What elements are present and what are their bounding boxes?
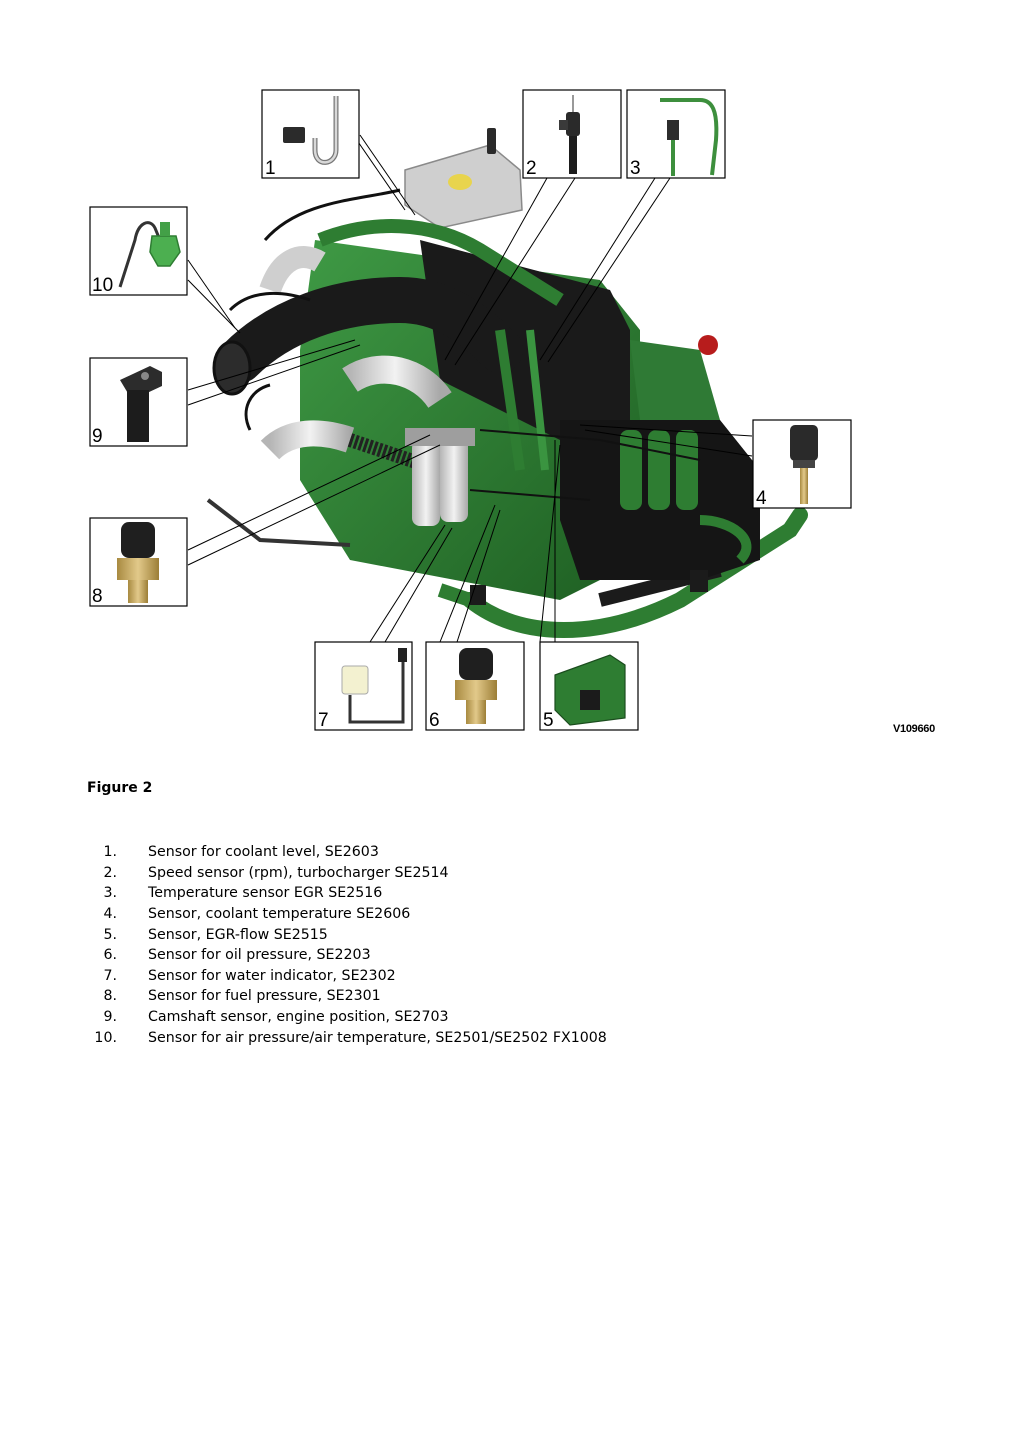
callout-10: 10 — [89, 206, 188, 296]
item-text: Sensor for air pressure/air temperature,… — [148, 1029, 607, 1046]
item-number: 10. — [94, 1029, 117, 1046]
item-text: Sensor for oil pressure, SE2203 — [148, 947, 371, 964]
list-item: 1. Sensor for coolant level, SE2603 — [90, 842, 607, 863]
callout-8: 8 — [89, 517, 188, 607]
callout-number: 6 — [429, 710, 440, 731]
callout-number: 1 — [265, 158, 276, 179]
sensor-legend-list: 1. Sensor for coolant level, SE2603 2. Spe… — [90, 842, 607, 1048]
callout-6: 6 — [425, 641, 525, 731]
callout-number: 9 — [92, 426, 103, 447]
callout-9: 9 — [89, 357, 188, 447]
list-item: 6. Sensor for oil pressure, SE2203 — [90, 945, 607, 966]
callout-7: 7 — [314, 641, 413, 731]
engine-illustration — [206, 128, 808, 638]
item-text: Sensor for fuel pressure, SE2301 — [148, 988, 381, 1005]
item-text: Temperature sensor EGR SE2516 — [148, 885, 383, 902]
list-item: 10. Sensor for air pressure/air temperatu… — [90, 1027, 607, 1048]
callout-number: 8 — [92, 586, 103, 607]
callout-1: 1 — [261, 89, 360, 179]
callout-number: 10 — [92, 275, 113, 296]
item-number: 1. — [103, 844, 117, 861]
list-item: 8. Sensor for fuel pressure, SE2301 — [90, 986, 607, 1007]
item-number: 8. — [103, 988, 117, 1005]
callout-number: 5 — [543, 710, 554, 731]
item-text: Sensor, coolant temperature SE2606 — [148, 906, 411, 923]
list-item: 2. Speed sensor (rpm), turbocharger SE251… — [90, 863, 607, 884]
item-number: 2. — [103, 864, 117, 881]
callout-number: 7 — [318, 710, 329, 731]
list-item: 9. Camshaft sensor, engine position, SE27… — [90, 1007, 607, 1028]
callout-2: 2 — [522, 89, 622, 179]
engine-sensor-figure: 1 2 3 4 5 6 — [89, 89, 852, 731]
callout-number: 3 — [630, 158, 641, 179]
callout-3: 3 — [626, 89, 726, 179]
item-text: Sensor, EGR-flow SE2515 — [148, 926, 328, 943]
item-text: Sensor for coolant level, SE2603 — [148, 844, 379, 861]
item-text: Camshaft sensor, engine position, SE2703 — [148, 1009, 449, 1026]
figure-caption: Figure 2 — [87, 780, 153, 796]
item-number: 4. — [103, 906, 117, 923]
item-number: 3. — [103, 885, 117, 902]
list-item: 4. Sensor, coolant temperature SE2606 — [90, 904, 607, 925]
item-number: 7. — [103, 967, 117, 984]
item-text: Speed sensor (rpm), turbocharger SE2514 — [148, 864, 449, 881]
item-number: 5. — [103, 926, 117, 943]
list-item: 5. Sensor, EGR-flow SE2515 — [90, 924, 607, 945]
callout-4: 4 — [752, 419, 852, 509]
item-number: 6. — [103, 947, 117, 964]
figure-id-label: V109660 — [893, 723, 935, 735]
item-number: 9. — [103, 1009, 117, 1026]
callout-number: 4 — [756, 488, 767, 509]
callout-number: 2 — [526, 158, 537, 179]
list-item: 7. Sensor for water indicator, SE2302 — [90, 966, 607, 987]
list-item: 3. Temperature sensor EGR SE2516 — [90, 883, 607, 904]
callout-5: 5 — [539, 641, 639, 731]
item-text: Sensor for water indicator, SE2302 — [148, 967, 396, 984]
